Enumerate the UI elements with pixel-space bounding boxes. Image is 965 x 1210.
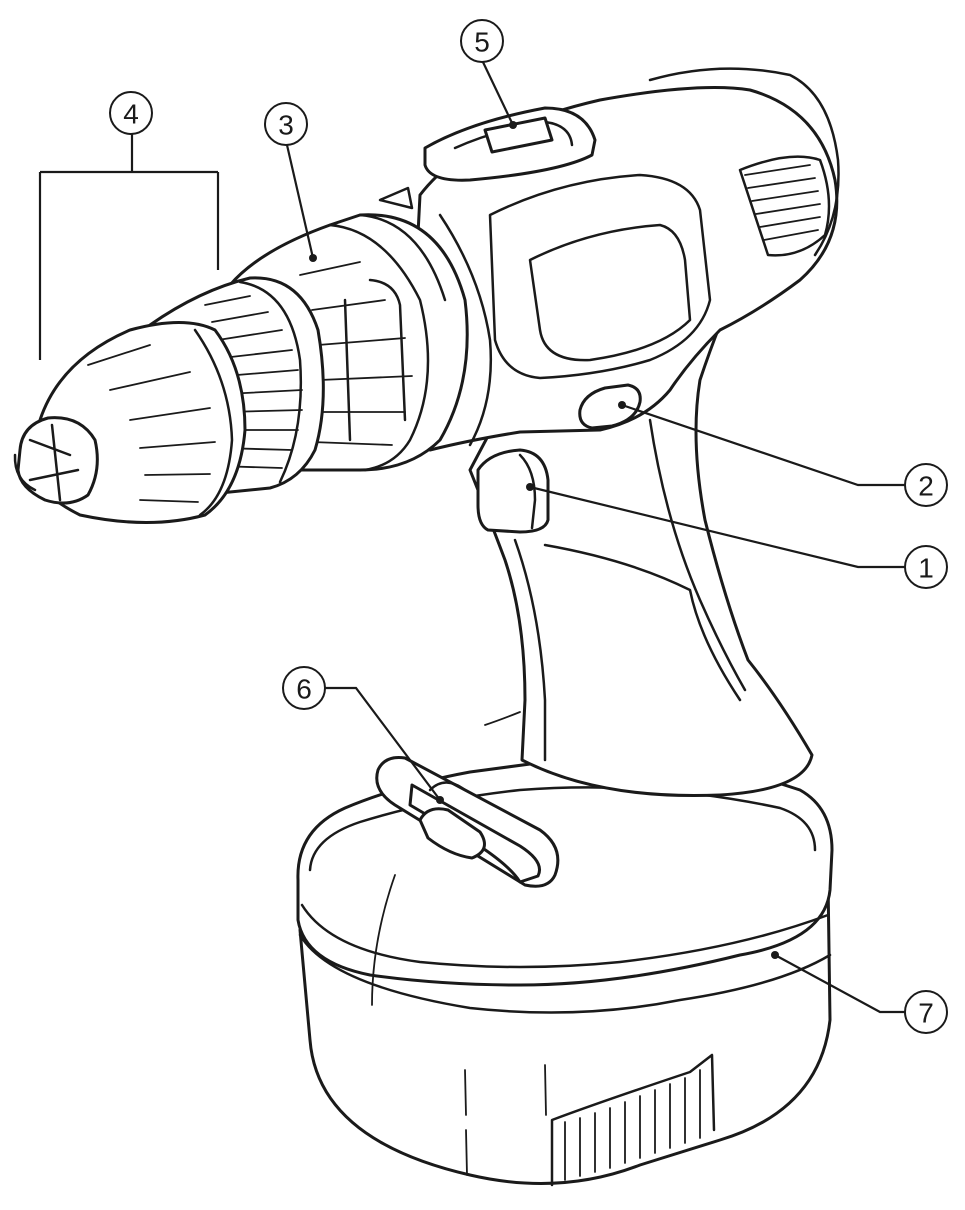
callout-7-label: 7 [918, 998, 934, 1029]
lock-button [578, 383, 642, 430]
trigger [476, 448, 550, 534]
callout-3-label: 3 [278, 110, 294, 141]
callout-3: 3 [264, 102, 308, 146]
leader-6 [325, 686, 441, 801]
callout-2-label: 2 [918, 471, 934, 502]
battery-pack [296, 757, 834, 1187]
callout-7: 7 [904, 990, 948, 1034]
leader-3 [285, 144, 315, 259]
keyless-chuck [13, 321, 247, 524]
callout-5: 5 [460, 19, 504, 63]
callout-4: 4 [109, 91, 153, 135]
callout-1: 1 [904, 545, 948, 589]
callout-6: 6 [282, 666, 326, 710]
callout-4-label: 4 [123, 99, 139, 130]
callout-2: 2 [904, 463, 948, 507]
leader-4 [38, 130, 220, 360]
leader-2 [621, 403, 905, 487]
leader-7 [774, 954, 905, 1014]
leader-5 [481, 59, 514, 126]
leader-lines [38, 59, 905, 1014]
direction-selector [378, 106, 597, 210]
callout-6-label: 6 [296, 674, 312, 705]
callout-5-label: 5 [474, 27, 490, 58]
leader-1 [529, 485, 905, 569]
callout-1-label: 1 [918, 553, 934, 584]
bit-holder [375, 756, 560, 888]
